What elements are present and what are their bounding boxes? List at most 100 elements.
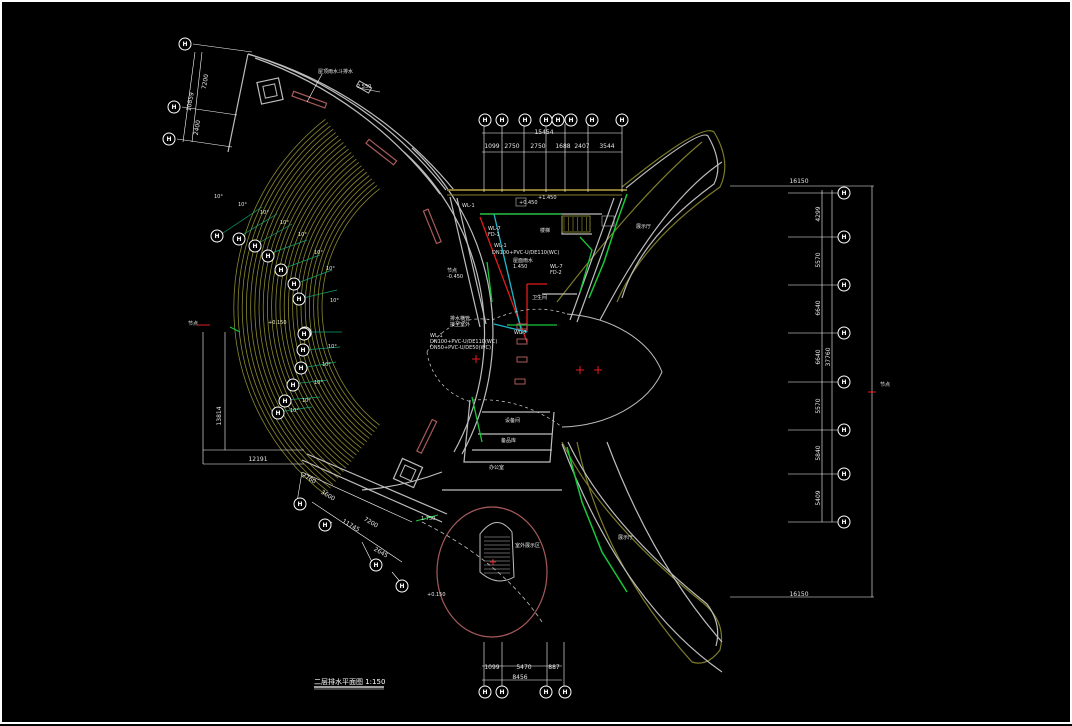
core-left-wall — [449, 196, 481, 328]
svg-text:H: H — [252, 243, 257, 250]
core-right-wall — [576, 197, 623, 323]
svg-text:H: H — [482, 689, 487, 696]
left-auditorium-block — [227, 53, 494, 523]
left-vertical-dim: 13814 — [216, 406, 223, 425]
lower-left-dim-group — [296, 471, 439, 585]
axis-bubble: H — [539, 685, 553, 699]
svg-text:H: H — [291, 281, 296, 288]
axis-bubble: H — [210, 229, 224, 243]
axis-bubble: H — [837, 186, 851, 200]
svg-text:H: H — [482, 117, 487, 124]
right-seg-7: 5409 — [815, 490, 822, 505]
top-dimension-group — [482, 124, 623, 192]
radial-angle-label: 10° — [330, 298, 339, 304]
axis-bubble: H — [495, 113, 509, 127]
svg-text:H: H — [841, 190, 846, 197]
pillar-lower — [392, 457, 424, 489]
top-seg-1: 1099 — [484, 143, 499, 150]
radial-leader — [294, 269, 333, 285]
room-right-upper: 展示厅 — [636, 224, 651, 230]
axis-bubble: H — [162, 132, 176, 146]
left-level: +0.150 — [268, 320, 287, 326]
bench-1 — [291, 90, 328, 109]
lobby-right-arc — [561, 313, 663, 428]
seating-step-arc — [241, 125, 331, 489]
fd2-tag: WL-7 — [550, 264, 563, 270]
svg-text:H: H — [298, 365, 303, 372]
ul-level: 2.550 — [357, 84, 371, 90]
radial-leader — [298, 289, 338, 300]
right-top-label: 16150 — [789, 178, 808, 185]
right-overall-dim: 37760 — [825, 347, 832, 366]
ll-level: 1.750 — [421, 516, 435, 522]
radial-leader — [281, 254, 321, 270]
svg-text:H: H — [589, 117, 594, 124]
svg-text:H: H — [278, 267, 283, 274]
axis-bubble: H — [167, 100, 181, 114]
radial-leader — [256, 223, 293, 245]
svg-text:H: H — [499, 689, 504, 696]
svg-text:H: H — [166, 136, 171, 143]
pillar-upper — [256, 77, 284, 105]
ul-note: 屋顶雨水斗排水 — [318, 68, 353, 75]
axis-bubble: H — [551, 113, 565, 127]
seating-step-arc — [258, 138, 342, 476]
axis-bubble: H — [278, 394, 292, 408]
ll-dim-1: 2760 — [300, 472, 317, 486]
axis-bubble: H — [518, 113, 532, 127]
ul-dim-1: 7200 — [201, 73, 211, 89]
axis-bubble: H — [837, 515, 851, 529]
right-bottom-label: 16150 — [789, 591, 808, 598]
axis-bubble: H — [232, 232, 246, 246]
room-lower-3: 办公室 — [489, 464, 504, 471]
axis-bubble: H — [564, 113, 578, 127]
svg-text:H: H — [373, 562, 378, 569]
right-small-label: 节点 — [447, 268, 457, 274]
drawing-title: 二层排水平面图 1:150 — [314, 677, 385, 686]
top-seg-6: 3544 — [599, 143, 614, 150]
roof-label: 屋面雨水 — [513, 257, 533, 264]
seating-step-arc — [313, 181, 375, 433]
svg-text:H: H — [841, 234, 846, 241]
svg-text:H: H — [214, 233, 219, 240]
top-seg-2: 2750 — [504, 143, 519, 150]
radial-angle-label: 10° — [322, 362, 331, 368]
svg-text:H: H — [296, 296, 301, 303]
svg-text:H: H — [543, 117, 548, 124]
lower-rooms — [463, 399, 555, 463]
svg-text:H: H — [182, 41, 187, 48]
axis-bubble: H — [837, 230, 851, 244]
level-small: 1.450 — [513, 264, 527, 270]
seating-step-arc — [267, 145, 347, 469]
axis-bubble: H — [261, 249, 275, 263]
bottom-oval — [421, 506, 548, 638]
seating-step-arc — [262, 142, 344, 472]
radial-angle-label: 10° — [280, 220, 289, 226]
upper-outer-wall-inner — [254, 57, 441, 195]
radial-angle-label: 10° — [314, 380, 323, 386]
left-note: 排水横管 — [450, 315, 470, 322]
svg-text:H: H — [555, 117, 560, 124]
pipe-mid: WL-1 — [494, 243, 507, 249]
seating-step-arc — [250, 132, 336, 482]
axis-bubble: H — [615, 113, 629, 127]
bottom-seg-1: 1099 — [484, 664, 499, 671]
ul-dim-2: 10859 — [185, 92, 195, 112]
seating-step-arc — [304, 175, 370, 439]
axis-bubble: H — [369, 558, 383, 572]
central-lobby — [426, 308, 663, 565]
svg-text:H: H — [841, 471, 846, 478]
seating-step-arc — [288, 162, 360, 452]
equip-label: 卫生间 — [532, 294, 547, 301]
wl-top: WL-1 — [462, 203, 475, 209]
seating-step-arc — [279, 155, 355, 459]
oval-outline — [436, 506, 548, 638]
room-right-lower: 展示厅 — [618, 535, 633, 541]
top-seg-4: 1688 — [555, 143, 570, 150]
axis-bubble: H — [395, 579, 409, 593]
seating-steps — [233, 118, 380, 496]
oval-level: +0.150 — [427, 592, 446, 598]
ll-dim-5: 2645 — [372, 546, 389, 560]
